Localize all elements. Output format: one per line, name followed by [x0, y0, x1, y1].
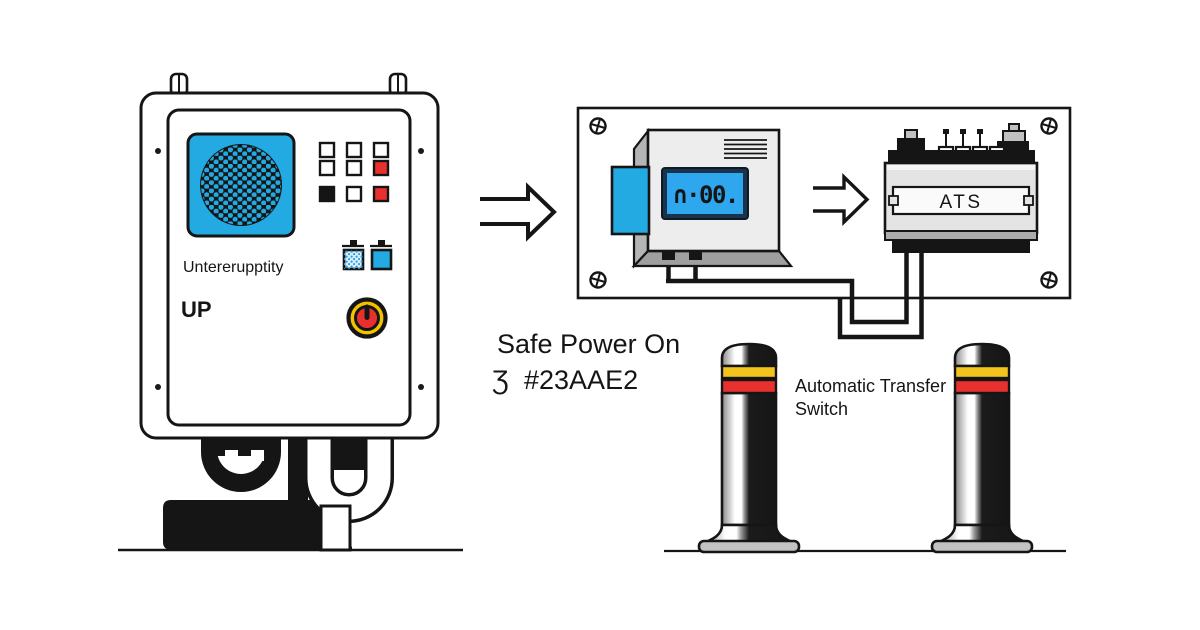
panel-screws — [589, 117, 1058, 289]
ats-base — [892, 240, 1030, 253]
grid-button — [345, 141, 363, 159]
pin-cap — [977, 129, 983, 134]
plate-notch — [888, 195, 899, 206]
connector-notch — [225, 450, 238, 461]
meter-bottom-face — [631, 249, 794, 268]
terminal-nub — [1002, 130, 1026, 143]
meter-side-tab — [610, 165, 651, 236]
grid-button — [372, 141, 390, 159]
bollard-base — [697, 539, 801, 554]
grid-button — [318, 141, 336, 159]
meter-foot — [689, 251, 702, 260]
power-button-icon — [346, 297, 388, 339]
screw-dot — [418, 384, 424, 390]
pin-cap — [943, 129, 949, 134]
wire-a — [666, 252, 909, 325]
terminal-nub — [904, 129, 918, 140]
bollard-post — [720, 391, 778, 527]
meter-vents — [724, 139, 767, 159]
digital-meter: ∩·00. — [610, 127, 794, 269]
phillips-screw-icon — [589, 271, 607, 289]
button-grid — [318, 141, 390, 203]
phillips-screw-icon — [589, 117, 607, 135]
indicator-knob — [378, 240, 385, 246]
grid-button — [345, 185, 363, 203]
phillips-screw-icon — [1040, 271, 1058, 289]
wall-panel: ∩·00. — [576, 106, 1072, 340]
ats-terminal-left — [897, 138, 925, 150]
cable-connector-block — [213, 438, 277, 456]
ats-caption-line1: Automatic Transfer — [795, 376, 946, 396]
grid-button — [318, 159, 336, 177]
bollard-band-yellow — [720, 364, 778, 380]
meter-foot — [662, 251, 675, 260]
plate-notch — [1023, 195, 1034, 206]
ats-device: ATS — [883, 123, 1039, 253]
ats-caption-line2: Switch — [795, 399, 848, 419]
ats-terminal-right — [997, 141, 1029, 150]
speaker-grille-icon — [186, 132, 296, 238]
indicator-knob — [350, 240, 357, 246]
right-arrow-icon — [480, 182, 557, 242]
phillips-screw-icon — [1040, 117, 1058, 135]
bollard-left — [697, 342, 801, 554]
ats-bottom-strip — [884, 230, 1038, 241]
ups-unit: Untererupptity UP — [118, 72, 463, 552]
grid-button — [318, 185, 336, 203]
caption-title: Safe Power On — [497, 329, 680, 359]
display-value: ∩·00. — [673, 181, 738, 209]
bollard-right — [930, 342, 1034, 554]
ups-label: Untererupptity — [183, 259, 284, 276]
indicator-dotted-texture — [344, 250, 363, 269]
screw-dot — [155, 384, 161, 390]
caption-color-code: #23AAE2 — [524, 365, 638, 395]
conduit-pipe — [319, 504, 352, 552]
ats-terminal-strip — [888, 150, 1035, 163]
indicator-switches — [342, 240, 393, 271]
screw-dot — [418, 148, 424, 154]
wire-b — [837, 252, 924, 340]
cable-loop-left — [201, 438, 281, 492]
grid-button — [372, 185, 390, 203]
caption-glyph: Ʒ — [492, 365, 509, 395]
pin-cap — [960, 129, 966, 134]
bollard-band-red — [720, 378, 778, 395]
ups-cabling — [163, 438, 394, 552]
indicator-solid — [370, 248, 393, 271]
screw-dot — [155, 148, 161, 154]
ups-base-block — [163, 500, 352, 550]
grid-button — [345, 159, 363, 177]
ups-short-label: UP — [181, 297, 212, 322]
cable-drop — [288, 438, 308, 504]
bollard-dome — [720, 342, 778, 368]
display-screen — [667, 173, 743, 214]
grid-button — [372, 159, 390, 177]
right-arrow-icon — [813, 172, 870, 227]
speaker-honeycomb — [201, 145, 281, 225]
cable-stub — [334, 438, 364, 470]
ats-body-highlight — [887, 165, 1035, 170]
connector-notch — [251, 450, 264, 461]
ats-label: ATS — [939, 192, 982, 213]
